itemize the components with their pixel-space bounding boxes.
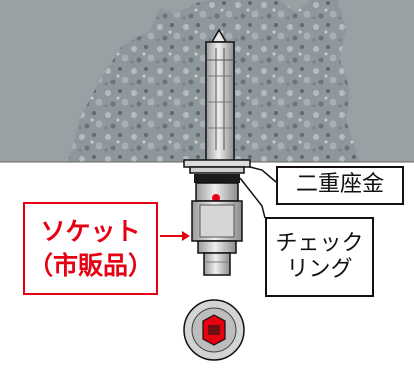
socket-red-dot — [212, 194, 220, 202]
double-washer-label: 二重座金 — [295, 172, 384, 198]
anchor-body — [205, 28, 235, 163]
check-ring-callout: チェック リング — [265, 217, 374, 297]
double-washer-bottom — [189, 166, 245, 174]
socket-label-line1: ソケット — [40, 216, 141, 246]
check-ring-leader-line — [239, 177, 266, 219]
socket-arrow-head — [182, 231, 190, 241]
washer-leader-line — [249, 166, 277, 183]
socket — [191, 182, 243, 276]
check-ring-label-line2: リング — [286, 257, 353, 282]
check-ring-label-line1: チェック — [275, 230, 364, 256]
socket-label-line2: （市販品） — [27, 250, 153, 280]
socket-bottom-view — [183, 299, 245, 361]
check-ring — [194, 174, 240, 183]
double-washer-callout: 二重座金 — [276, 166, 404, 205]
socket-callout: ソケット （市販品） — [23, 202, 158, 295]
double-washer-top — [183, 159, 251, 168]
